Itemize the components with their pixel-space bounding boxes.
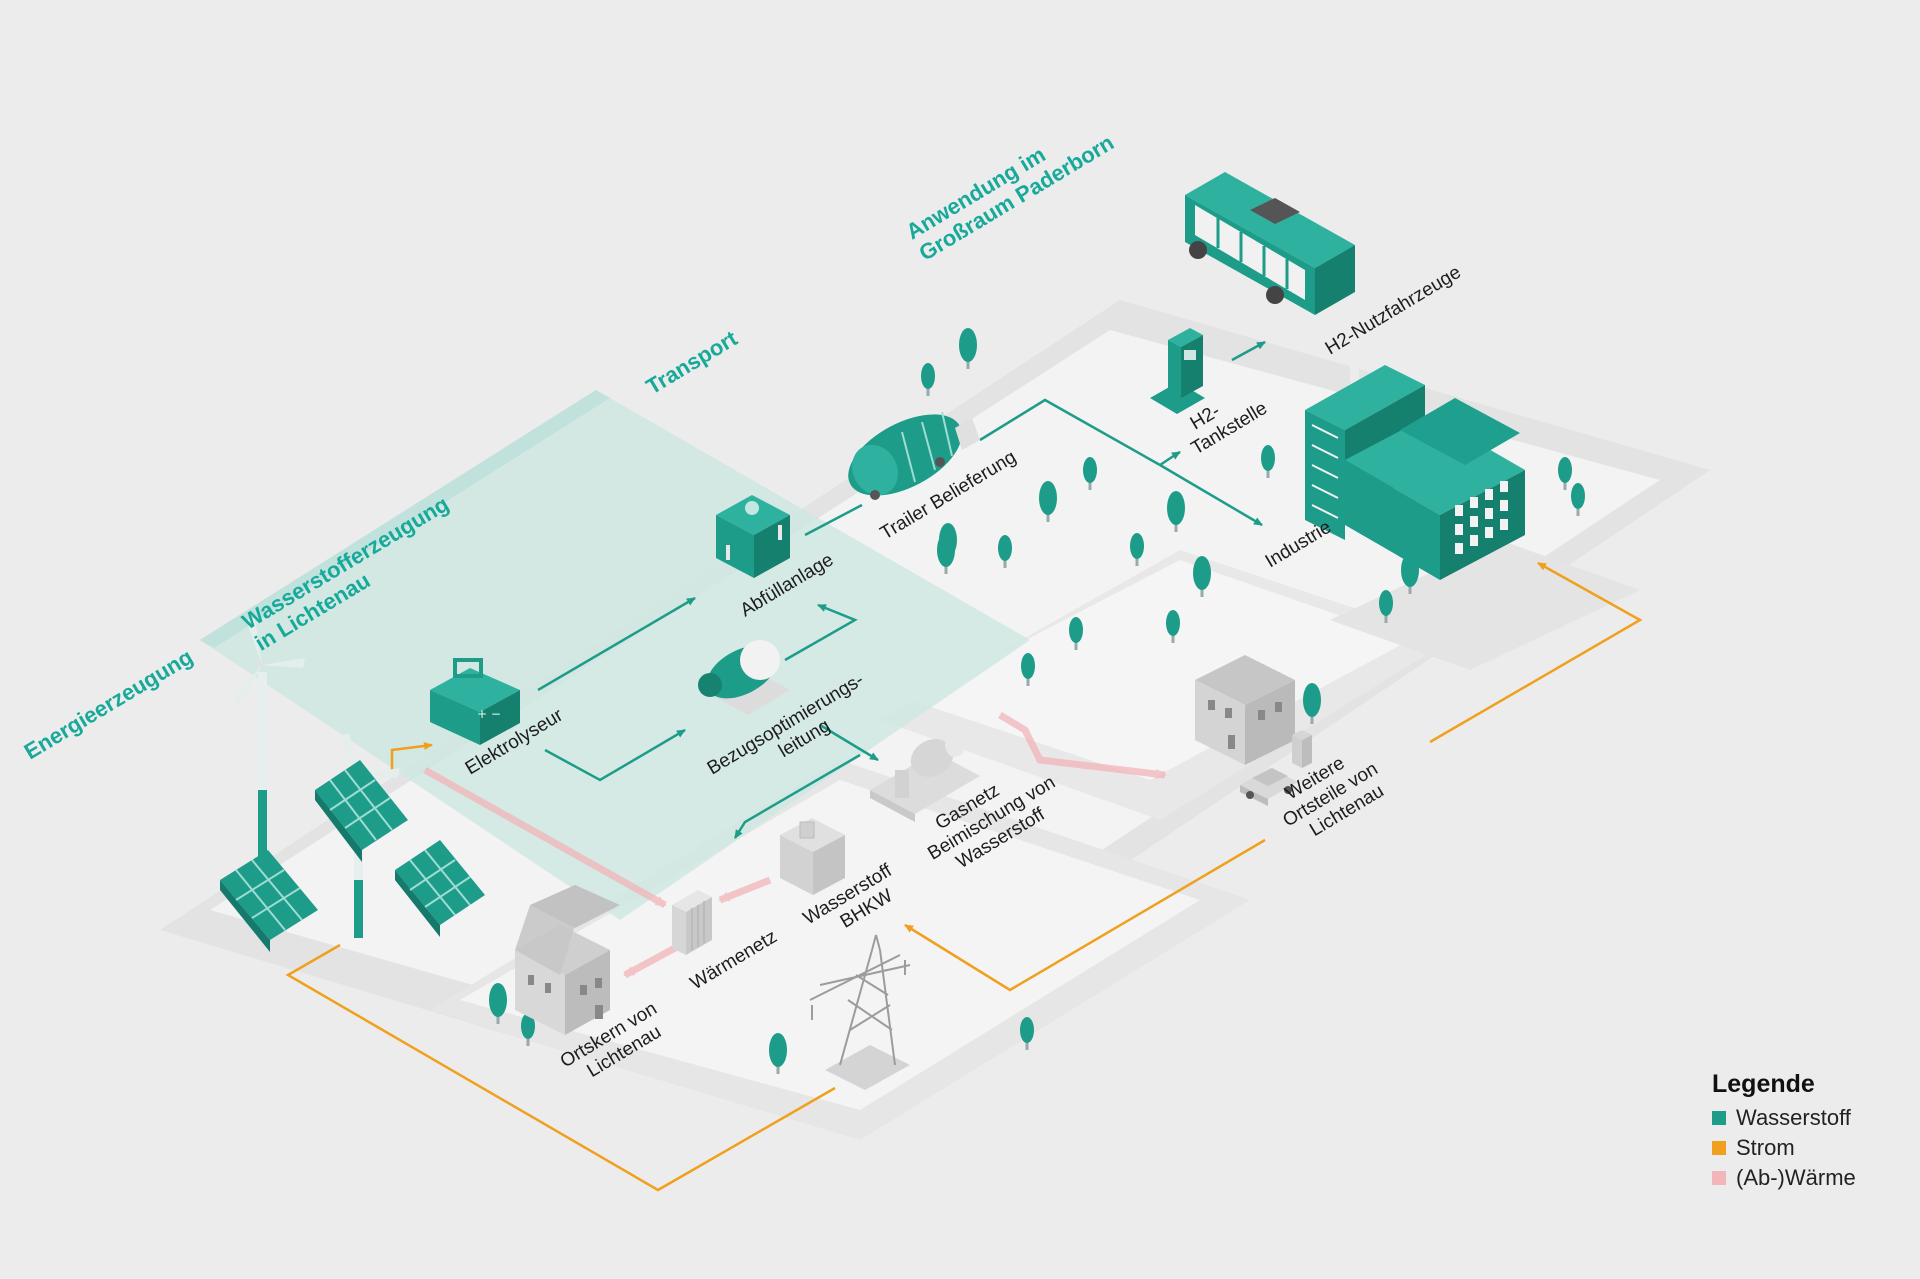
legend-swatch-waerme [1712,1171,1726,1185]
tree-icon [921,363,935,396]
section-anwendung: Anwendung im Großraum Paderborn [902,108,1118,265]
legend-title: Legende [1712,1070,1902,1099]
house-icon [515,885,620,1035]
ev-charger-icon [1292,730,1312,768]
svg-text:+ −: + − [477,707,501,721]
tree-icon [1020,1017,1034,1050]
section-transport: Transport [642,325,742,399]
legend-swatch-wasserstoff [1712,1111,1726,1125]
legend-item-wasserstoff: Wasserstoff [1712,1103,1902,1133]
h2-bus-icon [1185,172,1355,315]
legend-item-strom: Strom [1712,1133,1902,1163]
legend: Legende Wasserstoff Strom (Ab-)Wärme [1712,1070,1902,1193]
legend-label-strom: Strom [1736,1135,1795,1161]
legend-swatch-strom [1712,1141,1726,1155]
legend-label-waerme: (Ab-)Wärme [1736,1165,1856,1191]
legend-label-wasserstoff: Wasserstoff [1736,1105,1851,1131]
tree-icon [959,328,977,369]
section-energieerzeugung: Energieerzeugung [20,644,197,764]
legend-item-waerme: (Ab-)Wärme [1712,1163,1902,1193]
